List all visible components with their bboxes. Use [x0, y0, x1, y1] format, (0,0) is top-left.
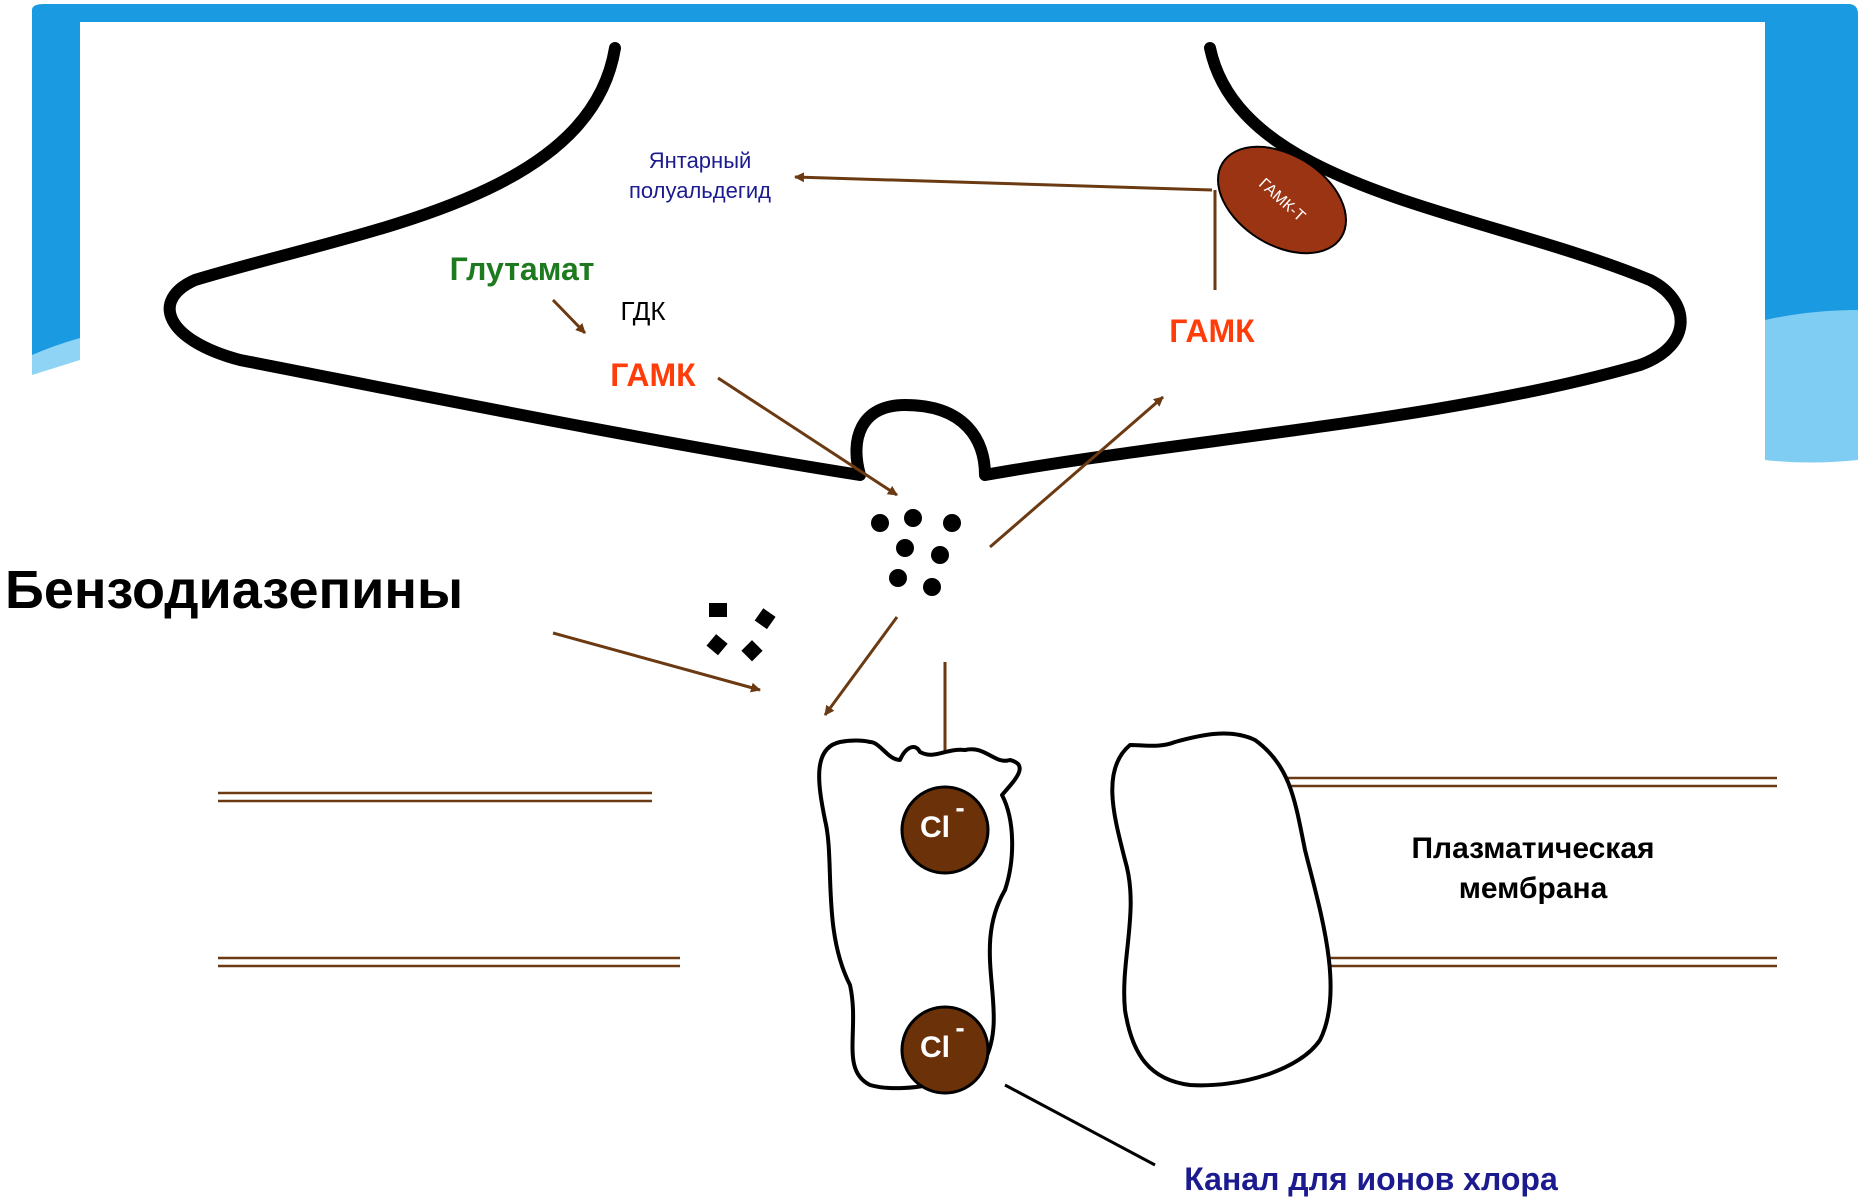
slide-frame: [32, 4, 1858, 463]
benzodiazepine-square: [709, 603, 727, 617]
gaba-dot: [904, 509, 922, 527]
gaba-dot: [871, 514, 889, 532]
frame-top-band: [32, 4, 1858, 460]
succinic-semialdehyde-label-line1: Янтарный: [649, 148, 752, 173]
arrow-glutamate-to-gaba: [553, 300, 585, 333]
gaba-left-label: ГАМК: [610, 357, 696, 393]
ion-bottom-symbol: Cl: [920, 1031, 950, 1064]
chloride-ion-bottom: Cl -: [902, 1007, 988, 1093]
gaba-dot: [889, 569, 907, 587]
glutamate-label: Глутамат: [450, 251, 595, 287]
gaba-dot: [931, 546, 949, 564]
channel-pointer-line: [1005, 1085, 1155, 1165]
benzodiazepine-square: [741, 640, 762, 661]
arrow-gaba-t-to-semialdehyde: [795, 177, 1212, 190]
arrow-gaba-to-receptor: [825, 617, 897, 715]
ion-top-charge: -: [955, 792, 964, 823]
membrane-label-line1: Плазматическая: [1411, 832, 1654, 865]
membrane-label-line2: мембрана: [1459, 872, 1608, 905]
benzodiazepine-square: [706, 634, 727, 655]
gaba-dot: [896, 539, 914, 557]
ion-top-symbol: Cl: [920, 811, 950, 844]
benzodiazepine-square: [755, 608, 776, 629]
succinic-semialdehyde-label-line2: полуальдегид: [629, 178, 771, 203]
frame-right-wave: [1765, 310, 1858, 463]
presynaptic-terminal-outline: [170, 48, 1681, 475]
ion-bottom-charge: -: [955, 1012, 964, 1043]
channel-label: Канал для ионов хлора: [1184, 1161, 1558, 1197]
gaba-dot: [923, 578, 941, 596]
chloride-ion-top: Cl -: [902, 787, 988, 873]
gaba-right-label: ГАМК: [1169, 313, 1255, 349]
gaba-molecules: [871, 509, 961, 596]
arrow-benzodiazepines-to-receptor: [553, 633, 760, 690]
gaba-dot: [943, 514, 961, 532]
arrow-gaba-to-cleft: [718, 378, 897, 495]
gdk-label: ГДК: [620, 296, 665, 326]
benzodiazepines-label: Бензодиазепины: [5, 560, 463, 620]
benzodiazepine-molecules: [706, 603, 775, 661]
